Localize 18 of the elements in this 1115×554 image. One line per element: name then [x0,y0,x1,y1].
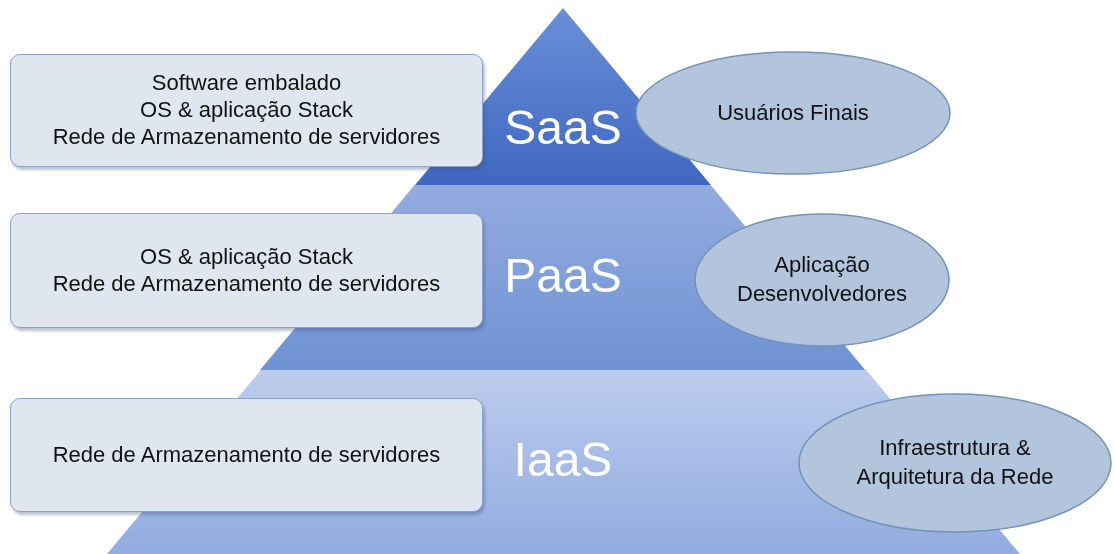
layer-item-text: Rede de Armazenamento de servidores [52,123,441,151]
layer-item-text: Rede de Armazenamento de servidores [52,270,441,298]
layer-label: SaaS [504,100,622,155]
layer-item-text: OS & aplicação Stack [140,97,353,124]
role-ellipse [694,213,950,347]
layer-label: PaaS [504,248,622,303]
user-label: Usuários Finais [717,98,869,127]
user-label: Aplicação Desenvolvedores [736,251,908,308]
layer-item-text: Rede de Armazenamento de servidores [52,441,441,469]
layer-item-text: OS & aplicação Stack [140,243,353,271]
layer-label: IaaS [513,432,613,487]
layer-box [10,398,483,512]
layer-item-text: Software embalado [151,70,342,98]
role-ellipse [635,51,951,175]
layer-box [10,213,483,328]
user-label: Infraestrutura & Arquitetura da Rede [855,434,1055,491]
role-ellipse [798,393,1112,533]
layer-box [10,54,483,167]
